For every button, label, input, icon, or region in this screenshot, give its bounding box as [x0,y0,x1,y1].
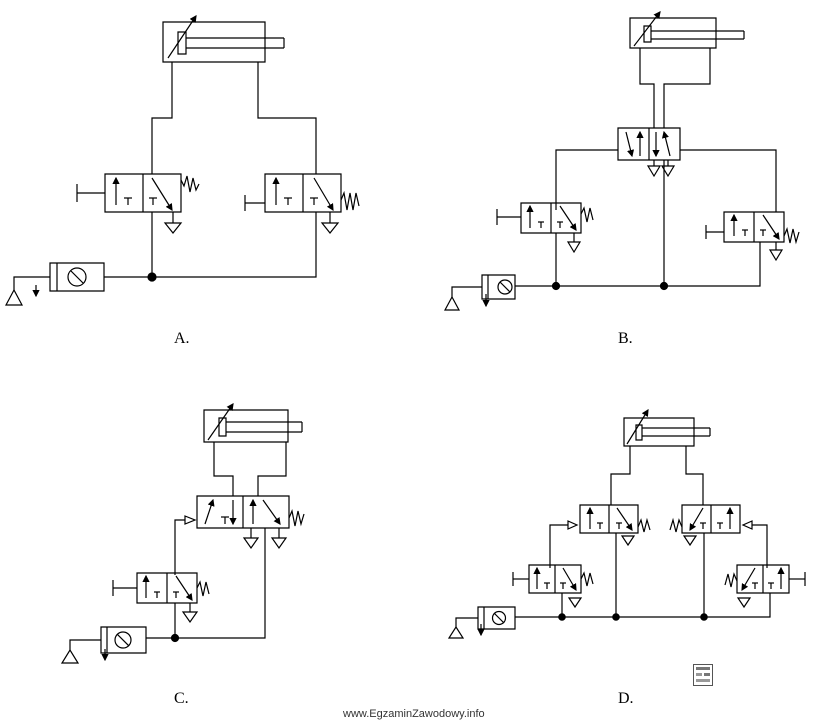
spring-icon [784,229,799,243]
diagram-b [445,11,799,310]
cylinder-icon [624,408,710,446]
option-label-b: B. [618,330,633,347]
valve-3-2-icon [513,565,593,593]
option-label-a: A. [174,330,190,347]
junction-dot-icon [148,273,156,281]
pushbutton-icon [513,572,529,586]
spring-icon [725,574,737,587]
exhaust-icon [62,650,78,663]
exhaust-icon [445,297,459,310]
valve-3-2-icon [245,174,359,212]
footer-url: www.EgzaminZawodowy.info [343,708,485,720]
pushbutton-icon [77,184,105,202]
junction-dot-icon [661,283,668,290]
site-logo-icon [693,664,713,686]
valve-3-2-icon [568,505,650,533]
spring-icon [197,582,209,596]
valve-5-2-icon [618,128,680,160]
spring-icon [581,208,593,222]
exhaust-icon [6,290,22,305]
exhaust-icon [165,223,181,233]
exhaust-icon [568,242,580,252]
compressor-icon [101,627,146,653]
pushbutton-icon [245,195,265,211]
pushbutton-icon [497,209,521,225]
diagram-d [449,408,805,638]
spring-icon [341,193,359,210]
option-label-d: D. [618,690,634,707]
spring-icon [181,176,199,192]
junction-dot-icon [553,283,560,290]
exhaust-icon [244,538,258,548]
junction-dot-icon [613,614,619,620]
cylinder-icon [204,403,302,442]
pushbutton-icon [789,572,805,586]
junction-dot-icon [559,614,565,620]
valve-3-2-icon [670,505,752,533]
valve-3-2-icon [113,573,209,603]
cylinder-icon [163,15,284,62]
diagram-c [62,403,304,663]
pushbutton-icon [113,580,137,596]
diagram-a [6,15,359,305]
junction-dot-icon [172,635,179,642]
exhaust-icon [738,598,750,607]
exhaust-icon [684,536,696,545]
valve-3-2-icon [77,174,199,212]
valve-5-2-icon [185,496,304,528]
exhaust-icon [322,223,338,233]
spring-icon [289,511,304,526]
exhaust-icon [272,538,286,548]
junction-dot-icon [701,614,707,620]
pushbutton-icon [706,225,724,239]
spring-icon [638,520,650,532]
exhaust-icon [622,536,634,545]
exhaust-icon [183,612,197,622]
exhaust-icon [569,598,581,607]
valve-3-2-icon [497,203,593,233]
valve-3-2-icon [725,565,805,593]
compressor-icon [50,263,104,291]
exhaust-icon [648,166,660,176]
compressor-icon [482,275,515,299]
valve-3-2-icon [706,212,799,243]
exhaust-icon [449,627,463,638]
compressor-icon [478,607,515,629]
option-label-c: C. [174,690,189,707]
spring-icon [670,520,682,532]
spring-icon [581,573,593,586]
cylinder-icon [630,11,744,48]
exhaust-icon [770,250,782,260]
